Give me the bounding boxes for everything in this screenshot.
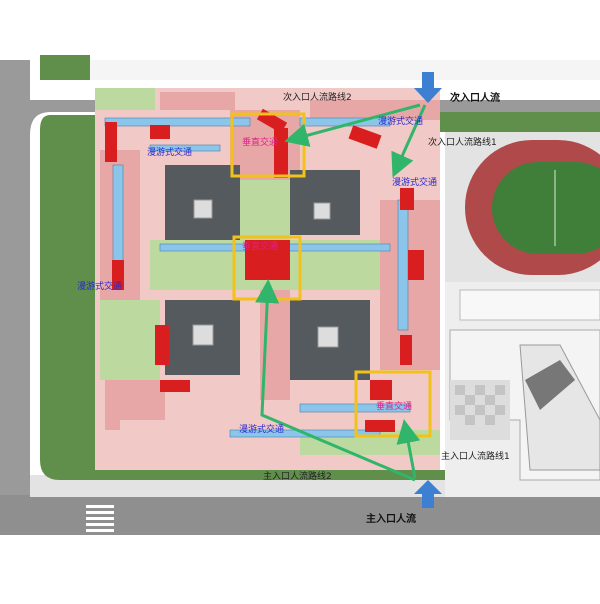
label-wandering-right: 漫游式交通 <box>392 178 438 188</box>
lawn <box>40 115 450 480</box>
adjacent-building <box>445 282 600 497</box>
main-route-1-line <box>396 419 421 479</box>
secondary-route-1-line <box>391 104 427 178</box>
label-vertical-top: 垂直交通 <box>242 138 279 148</box>
label-secondary-entrance-flow: 次入口人流 <box>450 93 500 104</box>
vertical-cores <box>105 108 424 432</box>
vertical-traffic-box-bottom <box>354 370 432 438</box>
roads <box>0 55 600 600</box>
flow-routes <box>255 103 427 482</box>
label-main-entrance-flow: 主入口人流 <box>366 514 416 525</box>
label-vertical-bottom: 垂直交通 <box>376 402 413 412</box>
label-secondary-route-2: 次入口人流路线2 <box>283 93 352 103</box>
label-wandering-top-left: 漫游式交通 <box>147 148 193 158</box>
label-main-route-1: 主入口人流路线1 <box>441 452 510 462</box>
main-route-2-line <box>255 279 416 482</box>
label-wandering-top-right: 漫游式交通 <box>378 117 424 127</box>
label-wandering-bottom: 漫游式交通 <box>239 425 285 435</box>
label-main-route-2: 主入口人流路线2 <box>263 472 332 482</box>
label-vertical-middle: 垂直交通 <box>242 242 279 252</box>
down-arrow-icon <box>414 72 442 103</box>
lawn-top-right <box>440 112 600 132</box>
running-track <box>445 132 600 282</box>
secondary-route-2-line <box>284 103 421 147</box>
label-wandering-left: 漫游式交通 <box>77 282 123 292</box>
up-arrow-icon <box>414 480 442 508</box>
zebra-crossing <box>86 505 114 532</box>
courtyards <box>165 165 370 400</box>
label-secondary-route-1: 次入口人流路线1 <box>428 138 497 148</box>
